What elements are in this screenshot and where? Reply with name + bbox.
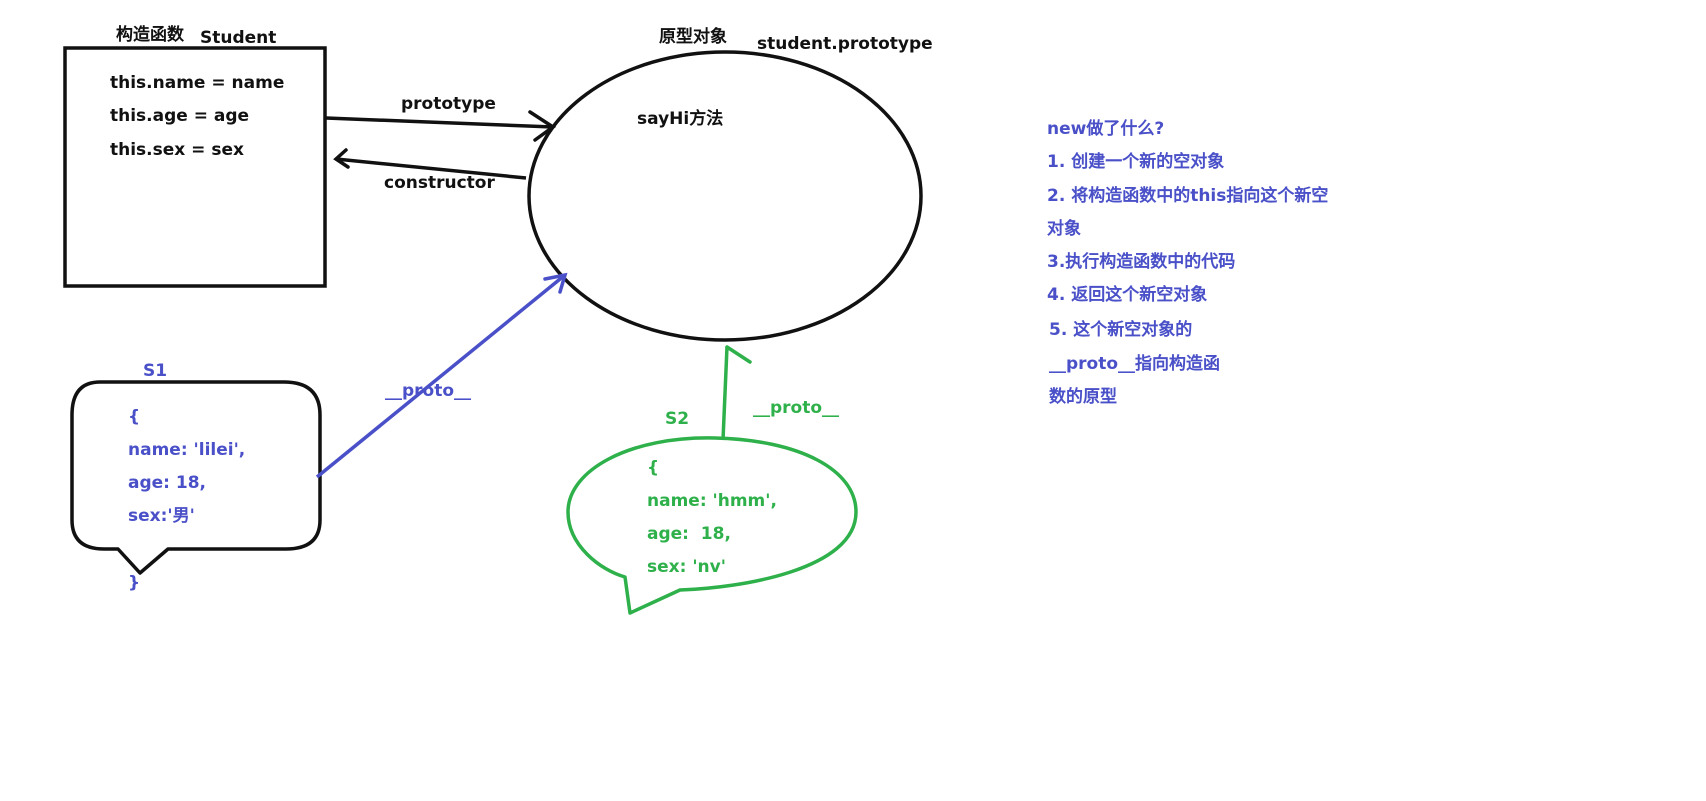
notes-step-3: 3.执行构造函数中的代码	[1047, 252, 1236, 272]
prototype-arrow-label: prototype	[401, 94, 496, 114]
s1-line-age: age: 18,	[128, 473, 207, 493]
constructor-name: Student	[200, 28, 277, 48]
s2-line-open: {	[647, 458, 660, 478]
constructor-box	[63, 46, 327, 288]
notes-step-2: 2. 将构造函数中的this指向这个新空	[1047, 186, 1329, 206]
s2-line-name: name: 'hmm',	[647, 491, 777, 511]
prototype-object-title: 原型对象	[659, 27, 727, 47]
s2-line-sex: sex: 'nv'	[647, 557, 726, 577]
constructor-line-name: this.name = name	[110, 73, 285, 93]
constructor-line-age: this.age = age	[110, 106, 250, 126]
notes-step-4: 4. 返回这个新空对象	[1047, 285, 1208, 305]
s2-label: S2	[665, 409, 690, 429]
constructor-arrow	[333, 148, 527, 180]
s1-proto-arrow	[315, 272, 568, 479]
constructor-title: 构造函数	[116, 25, 184, 45]
s2-proto-label: __proto__	[753, 398, 840, 418]
notes-step-2-cont: 对象	[1047, 219, 1081, 239]
s1-line-open: {	[128, 407, 141, 427]
prototype-object-ellipse	[527, 50, 923, 342]
s1-line-close: }	[128, 573, 141, 593]
notes-heading: new做了什么?	[1047, 119, 1165, 139]
notes-step-5-cont: __proto__指向构造函	[1049, 354, 1221, 374]
notes-step-5-end: 数的原型	[1049, 387, 1117, 407]
constructor-line-sex: this.sex = sex	[110, 140, 244, 160]
s1-line-sex: sex:'男'	[128, 506, 195, 526]
s1-label: S1	[143, 361, 168, 381]
s2-line-age: age: 18,	[647, 524, 731, 544]
prototype-method: sayHi方法	[637, 109, 724, 129]
prototype-object-name: student.prototype	[757, 34, 933, 54]
notes-step-1: 1. 创建一个新的空对象	[1047, 152, 1225, 172]
s1-bubble	[70, 380, 322, 575]
s1-proto-label: __proto__	[385, 381, 472, 401]
notes-step-5: 5. 这个新空对象的	[1049, 320, 1193, 340]
prototype-arrow	[325, 110, 557, 142]
s2-proto-arrow	[721, 345, 752, 441]
constructor-arrow-label: constructor	[384, 173, 495, 193]
s1-line-name: name: 'lilei',	[128, 440, 246, 460]
